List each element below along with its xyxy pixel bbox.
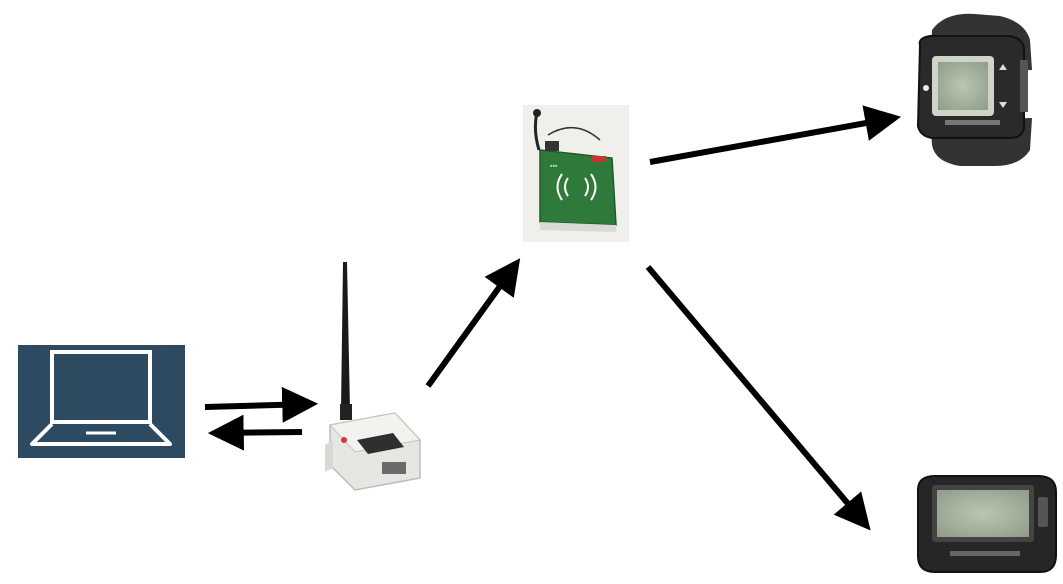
laptop-icon <box>18 345 185 458</box>
edge-repeater-to-watch <box>649 105 902 165</box>
board-marking: ▪▪▪ <box>550 163 558 170</box>
wrist-watch-pager-icon <box>916 13 1032 166</box>
edge-repeater-to-pager <box>645 265 871 531</box>
edge-transmitter-to-repeater <box>425 258 521 388</box>
edge-laptop-to-transmitter <box>204 386 319 423</box>
pocket-pager-icon <box>917 475 1057 573</box>
edge-transmitter-to-laptop <box>207 414 303 451</box>
antenna-transmitter-icon <box>325 262 421 491</box>
wireless-repeater-icon: ▪▪▪ <box>523 105 629 242</box>
